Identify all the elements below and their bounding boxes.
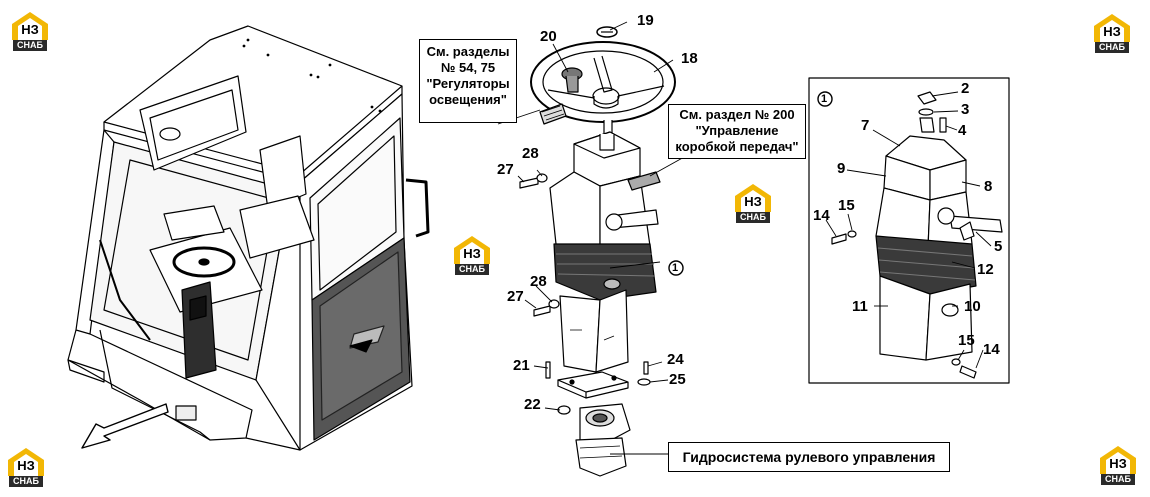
logo-word: СНАБ xyxy=(736,212,770,223)
steering-column-detail xyxy=(831,91,1003,379)
brand-logo-top-right: НЗ СНАБ xyxy=(1092,12,1132,56)
brand-logo-top-left: НЗ СНАБ xyxy=(10,10,50,54)
logo-mark: НЗ xyxy=(1103,24,1121,39)
logo-word: СНАБ xyxy=(455,264,489,275)
circle-marker-main xyxy=(668,260,684,276)
part-number-22: 22 xyxy=(524,396,541,413)
part-number-11: 11 xyxy=(852,298,868,315)
part-number-28-bottom: 28 xyxy=(530,273,547,290)
brand-logo-mid-right: НЗ СНАБ xyxy=(733,182,773,226)
callout-gearbox-line-3: коробкой передач" xyxy=(675,139,799,154)
callout-lighting-line-1: См. разделы xyxy=(426,44,510,59)
logo-word: СНАБ xyxy=(1101,474,1135,485)
part-number-8: 8 xyxy=(984,178,993,195)
part-number-15-left: 15 xyxy=(838,197,855,214)
part-number-28-top: 28 xyxy=(522,145,539,162)
callout-lighting: См. разделы № 54, 75 "Регуляторы освещен… xyxy=(419,39,517,123)
logo-word: СНАБ xyxy=(9,476,43,487)
part-number-25: 25 xyxy=(669,371,686,388)
callout-lighting-line-4: освещения" xyxy=(429,92,507,107)
part-number-14-left: 14 xyxy=(813,207,830,224)
part-number-9: 9 xyxy=(837,160,846,177)
logo-mark: НЗ xyxy=(21,22,39,37)
brand-logo-mid-left: НЗ СНАБ xyxy=(452,234,492,278)
house-icon xyxy=(1100,446,1136,474)
leader-lines xyxy=(497,21,992,455)
house-icon xyxy=(735,184,771,212)
brand-logo-bottom-left: НЗ СНАБ xyxy=(6,446,46,490)
part-number-21: 21 xyxy=(513,357,530,374)
callout-hydraulics: Гидросистема рулевого управления xyxy=(668,442,950,472)
logo-word: СНАБ xyxy=(13,40,47,51)
part-number-5: 5 xyxy=(994,238,1003,255)
callout-gearbox: См. раздел № 200 "Управление коробкой пе… xyxy=(668,104,806,159)
callout-lighting-line-2: № 54, 75 xyxy=(440,60,496,75)
part-number-18: 18 xyxy=(681,50,698,67)
operator-cab xyxy=(67,25,430,451)
callout-hydraulics-text: Гидросистема рулевого управления xyxy=(682,449,936,465)
logo-mark: НЗ xyxy=(1109,456,1127,471)
house-icon xyxy=(12,12,48,40)
callout-gearbox-line-1: См. раздел № 200 xyxy=(679,107,795,122)
logo-mark: НЗ xyxy=(463,246,481,261)
steering-column-main xyxy=(519,131,661,477)
house-icon xyxy=(454,236,490,264)
part-number-1-detail: 1 xyxy=(821,93,828,105)
house-icon xyxy=(8,448,44,476)
circle-marker-detail xyxy=(817,91,833,107)
logo-word: СНАБ xyxy=(1095,42,1129,53)
part-number-14-bottom: 14 xyxy=(983,341,1000,358)
part-number-20: 20 xyxy=(540,28,557,45)
part-number-15-bottom: 15 xyxy=(958,332,975,349)
part-number-24: 24 xyxy=(667,351,684,368)
part-number-4: 4 xyxy=(958,122,967,139)
part-number-27-top: 27 xyxy=(497,161,514,178)
callout-gearbox-line-2: "Управление xyxy=(695,123,779,138)
logo-mark: НЗ xyxy=(744,194,762,209)
part-number-1-main: 1 xyxy=(672,262,679,274)
spring xyxy=(539,103,567,125)
part-number-7: 7 xyxy=(861,117,870,134)
part-number-12: 12 xyxy=(977,261,994,278)
house-icon xyxy=(1094,14,1130,42)
part-number-10: 10 xyxy=(964,298,981,315)
part-number-3: 3 xyxy=(961,101,970,118)
logo-mark: НЗ xyxy=(17,458,35,473)
part-number-19: 19 xyxy=(637,12,654,29)
brand-logo-bottom-right: НЗ СНАБ xyxy=(1098,444,1138,488)
part-number-2: 2 xyxy=(961,80,970,97)
part-number-27-bottom: 27 xyxy=(507,288,524,305)
callout-lighting-line-3: "Регуляторы xyxy=(426,76,510,91)
